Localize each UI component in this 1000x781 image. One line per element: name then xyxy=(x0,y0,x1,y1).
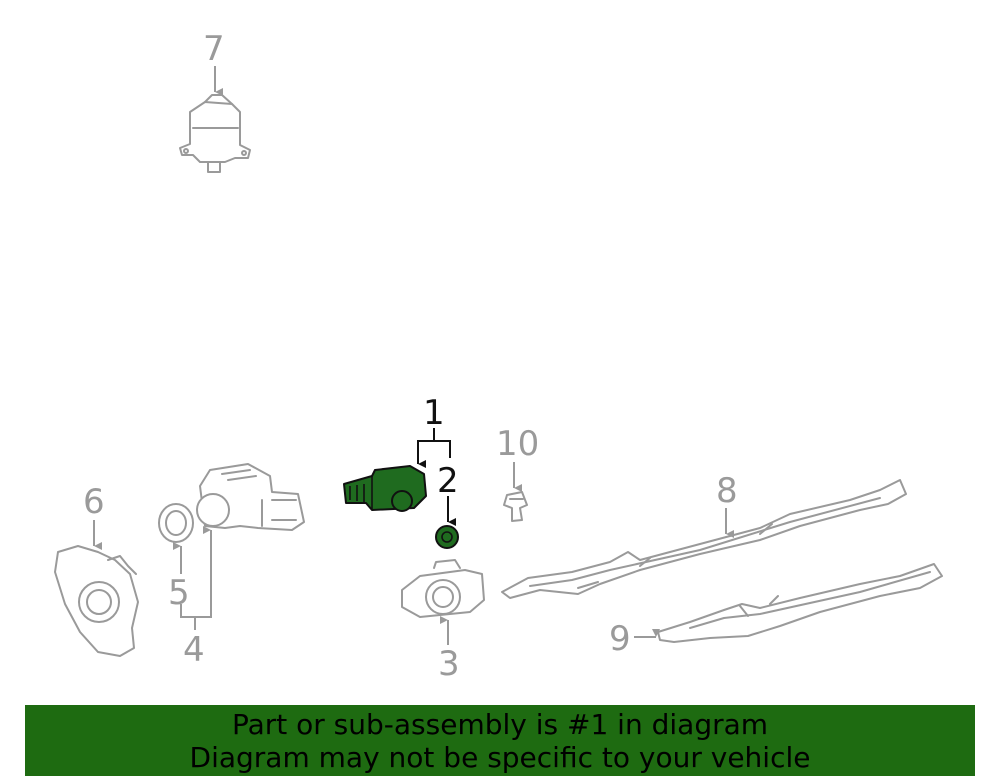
callout-10: 10 xyxy=(496,424,539,464)
part-5-ring[interactable] xyxy=(158,503,194,543)
part-2-retainer[interactable] xyxy=(435,525,459,549)
notice-banner: Part or sub-assembly is #1 in diagram Di… xyxy=(25,705,975,776)
callout-1: 1 xyxy=(423,393,445,433)
banner-line-2: Diagram may not be specific to your vehi… xyxy=(189,741,811,774)
part-4-sensor[interactable] xyxy=(196,463,305,531)
callout-5: 5 xyxy=(168,573,190,613)
callout-6: 6 xyxy=(83,482,105,522)
part-1-parking-sensor[interactable] xyxy=(343,465,427,512)
callout-7: 7 xyxy=(203,29,225,69)
leader-1-bracket xyxy=(417,440,451,463)
banner-line-1: Part or sub-assembly is #1 in diagram xyxy=(231,708,769,741)
part-6-holder[interactable] xyxy=(54,545,139,657)
callout-8: 8 xyxy=(716,471,738,511)
callout-3: 3 xyxy=(438,644,460,684)
callout-9: 9 xyxy=(609,619,631,659)
part-9-rail[interactable] xyxy=(657,563,943,643)
callout-4: 4 xyxy=(183,630,205,670)
part-10-clip[interactable] xyxy=(503,491,528,522)
callout-2: 2 xyxy=(437,461,459,501)
part-8-rail[interactable] xyxy=(501,479,907,599)
part-7-actuator[interactable] xyxy=(179,94,251,173)
part-3-bezel[interactable] xyxy=(401,559,485,618)
